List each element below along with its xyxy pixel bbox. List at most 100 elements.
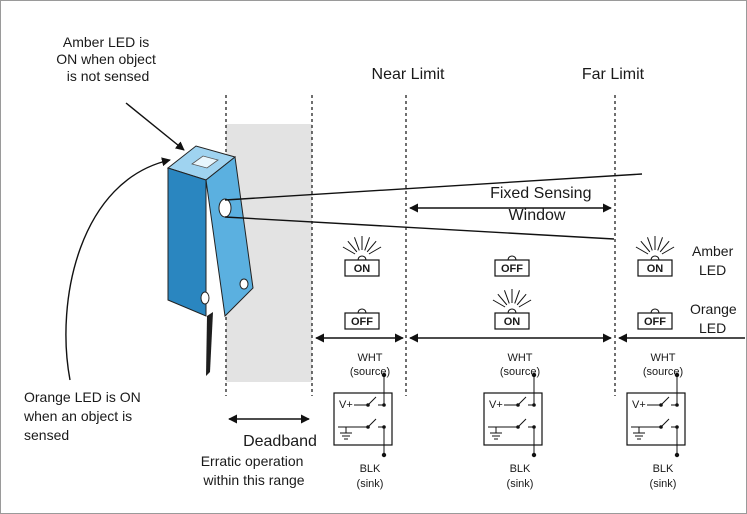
orange-indicator-2-ray-4 [514,290,520,304]
orange-indicator-2-ray-5 [516,293,527,306]
orange-indicator-2-ray-0 [492,299,506,308]
blk-sink-label: (sink) [507,478,534,490]
bottom-switch [660,418,670,428]
blk-terminal [674,452,680,458]
orange-indicator-3-box [637,312,673,330]
amber-led-legend: Amber LED [692,243,737,278]
amber-indicator-1: ON [342,236,382,277]
amber-indicator-1-lamp [357,255,367,261]
bottom-switch [367,418,377,428]
amber-indicator-1-ray-6 [368,246,382,255]
orange-indicator-3-text: OFF [644,316,666,328]
bottom-switch-pivot [516,425,520,429]
amber-indicator-3: ON [635,236,675,277]
amber-indicator-1-ray-1 [347,240,358,253]
deadband-note: Erratic operation within this range [201,453,308,488]
output-circuit-1: WHT (source) V+ BLK (sink) [333,352,393,490]
vplus-label: V+ [489,399,503,411]
circuit-box [626,392,686,446]
orange-indicator-2-text: ON [504,316,521,328]
blk-sink-label: (sink) [650,478,677,490]
wht-terminal [531,372,537,378]
sensor-lens [218,198,232,218]
orange-led-legend: Orange LED [690,301,741,336]
vplus-label: V+ [632,399,646,411]
amber-indicator-3-ray-2 [647,237,653,251]
top-switch [517,396,527,406]
blk-sink-label: (sink) [357,478,384,490]
orange-indicator-2-ray-1 [497,293,508,306]
bottom-switch-pivot [366,425,370,429]
orange-indicator-1-box [344,312,380,330]
amber-led-note: Amber LED is ON when object is not sense… [56,34,160,84]
vplus-label: V+ [339,399,353,411]
sensor-cable [206,312,213,376]
orange-indicator-2-lamp [507,308,517,314]
near-limit-label: Near Limit [372,66,445,83]
sensor-top-led [191,155,219,169]
orange-indicator-2-box [494,312,530,330]
amber-note-arrow [125,102,185,151]
amber-indicator-2-lamp [507,255,517,261]
orange-note-arrow [65,157,171,381]
amber-indicator-2: OFF [494,255,530,277]
amber-indicator-3-text: ON [647,263,664,275]
photoelectric-sensor [166,145,254,376]
orange-indicator-1-text: OFF [351,316,373,328]
fixed-window-label: Fixed Sensing Window [490,185,596,224]
orange-indicator-2-ray-2 [504,290,510,304]
amber-indicator-1-box [344,259,380,277]
output-circuit-2: WHT(source)V+BLK(sink) [483,352,543,490]
wht-label: WHT [357,352,382,364]
amber-indicator-3-ray-5 [659,240,670,253]
amber-indicator-1-ray-0 [342,246,356,255]
wht-source-label: (source) [500,366,540,378]
orange-indicator-2: ON [492,289,532,330]
top-switch [660,396,670,406]
top-switch-pivot [659,403,663,407]
amber-indicator-3-ray-4 [657,237,663,251]
wht-label: WHT [650,352,675,364]
orange-indicator-3-lamp [650,308,660,314]
blk-terminal [531,452,537,458]
orange-indicator-1-lamp [357,308,367,314]
orange-indicator-2-ray-6 [518,299,532,308]
amber-indicator-1-ray-4 [364,237,370,251]
orange-indicator-1: OFF [344,308,380,330]
amber-indicator-3-ray-6 [661,246,675,255]
amber-indicator-3-ray-1 [640,240,651,253]
amber-indicator-3-lamp [650,255,660,261]
far-limit-label: Far Limit [582,66,645,83]
sensor-led-1 [200,291,210,305]
amber-indicator-1-ray-5 [366,240,377,253]
blk-label: BLK [360,463,381,475]
amber-indicator-2-text: OFF [501,263,523,275]
wht-source-label: (source) [643,366,683,378]
bottom-switch [517,418,527,428]
beam-upper [224,173,643,201]
blk-label: BLK [653,463,674,475]
sensor-front-face [205,156,254,318]
bottom-switch-pivot [659,425,663,429]
zone-indicators: ON OFF WHT (source) V+ BLK (sink) OFF ON WHT (sour… [333,236,686,490]
sensor-led-2 [239,278,249,290]
orange-led-note: Orange LED is ON when an object is sense… [23,389,145,443]
blk-terminal [381,452,387,458]
wht-terminal [381,372,387,378]
amber-indicator-1-text: ON [354,263,371,275]
amber-indicator-2-box [494,259,530,277]
sensor-side-face [167,167,207,317]
top-switch-pivot [366,403,370,407]
output-circuit-3: WHT (source) V+ BLK (sink) [626,352,686,490]
top-switch-pivot [516,403,520,407]
beam-lower [224,216,615,240]
orange-indicator-3: OFF [637,308,673,330]
deadband-label: Deadband [243,433,317,450]
top-switch [367,396,377,406]
amber-indicator-1-ray-2 [354,237,360,251]
amber-indicator-3-ray-0 [635,246,649,255]
wht-terminal [674,372,680,378]
blk-label: BLK [510,463,531,475]
wht-source-label: (source) [350,366,390,378]
